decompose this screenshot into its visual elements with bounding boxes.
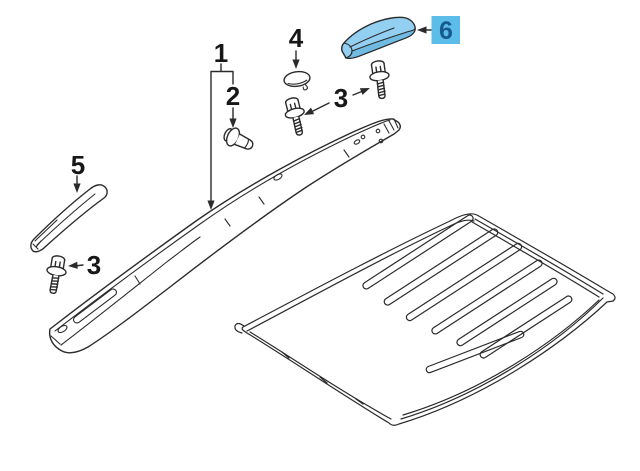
callout-5-label[interactable]: 5 [71,150,85,180]
callout-3-front-label[interactable]: 3 [87,250,101,280]
roof-corner-hook-left [234,322,245,334]
callout-2-label[interactable]: 2 [226,81,240,111]
arrowhead-2 [229,118,237,128]
arrowhead-3-front [67,261,78,270]
arrowhead-4 [292,59,300,69]
cap6-detail-lines [343,27,395,59]
roof-rib [362,214,474,290]
grommet-tab [302,83,308,91]
roof-rib [405,242,523,322]
clip-rib [243,138,250,149]
rail-slot [73,288,117,324]
bolt-part-3-middle[interactable] [281,95,311,138]
roof-rib [383,228,499,306]
rail-outline [48,118,401,354]
grommet-inner-line [287,79,308,85]
diagram-linework [30,16,616,426]
callout-3-label[interactable]: 3 [334,83,348,113]
roof-rail-part-1[interactable] [48,118,401,354]
grommet-body [283,70,311,88]
roof-edge-inner-lines [246,218,604,420]
leader-line-3-left [310,102,330,113]
callout-1-label[interactable]: 1 [214,38,228,68]
leader-line-1-bracket [210,63,234,203]
callout-6-badge[interactable] [431,16,461,44]
roof-rib [456,277,558,347]
end-cap-part-6-highlighted[interactable] [341,16,416,60]
bolt-part-3-front[interactable] [42,253,70,296]
cap5-outline [30,184,108,253]
rail-detail-lines [50,118,399,346]
roof-panel-outline [241,213,616,426]
roof-ribs [362,214,573,374]
clip-part-2[interactable] [221,125,256,155]
grommet-part-4[interactable] [283,70,311,93]
cap5-detail-lines [32,193,96,250]
rail-holes [57,128,384,334]
arrowhead-5 [73,183,81,193]
clip-shaft [234,133,254,150]
callout-4-label[interactable]: 4 [289,23,304,53]
end-cap-part-5[interactable] [30,184,108,253]
roof-rib-short [425,330,525,374]
arrowhead-6 [417,26,427,34]
roof-panel-drawing [234,213,616,426]
roof-rib [479,295,573,359]
arrowhead-3-right [359,84,372,95]
callout-6-label[interactable]: 6 [439,17,453,45]
bolt-part-3-rear[interactable] [367,58,393,101]
roof-rib [431,259,543,335]
callout-labels: 1 2 3 4 3 5 6 [71,17,453,280]
